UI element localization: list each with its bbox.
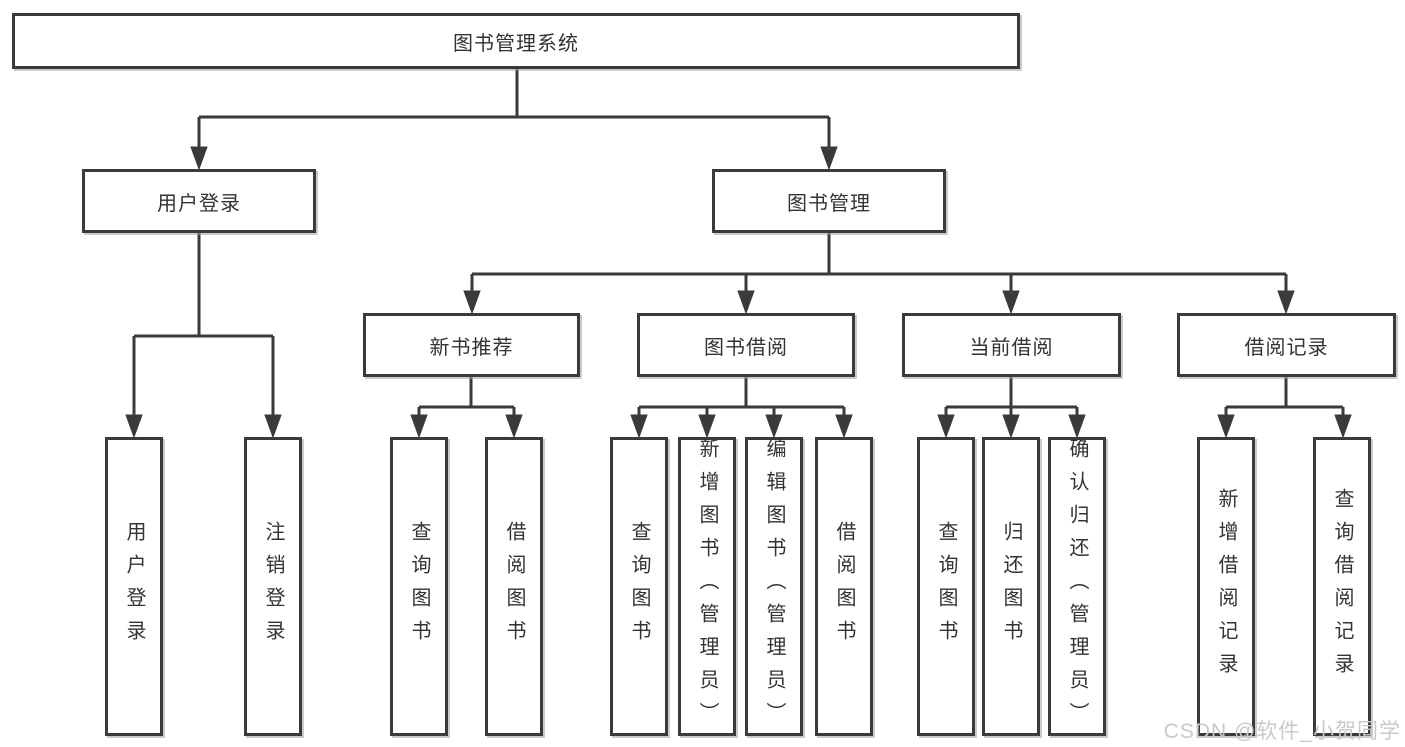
node-leaf-edit-book-admin: 编辑图书（管理员） [745, 437, 803, 736]
node-current-borrow-label: 当前借阅 [969, 336, 1054, 359]
node-borrow-record: 借阅记录 [1177, 313, 1396, 377]
node-book-management-label: 图书管理 [787, 192, 871, 215]
node-leaf-add-book-admin: 新增图书（管理员） [678, 437, 736, 736]
node-leaf-return-book-label: 归还图书 [1000, 520, 1022, 653]
node-leaf-logout-label: 注销登录 [262, 520, 284, 653]
node-user-login-label: 用户登录 [157, 192, 241, 215]
node-current-borrow: 当前借阅 [902, 313, 1121, 377]
connector-root-to-level2 [190, 69, 838, 171]
connector-bookborrow-to-leaves [630, 377, 853, 439]
node-library-system-label: 图书管理系统 [453, 32, 579, 55]
node-leaf-add-book-admin-label: 新增图书（管理员） [696, 438, 718, 735]
node-leaf-query-book-borrow-label: 查询图书 [628, 520, 650, 653]
node-borrow-record-label: 借阅记录 [1244, 336, 1329, 359]
node-leaf-query-borrow-record: 查询借阅记录 [1313, 437, 1371, 736]
node-book-borrow: 图书借阅 [637, 313, 855, 377]
node-leaf-query-book-current: 查询图书 [917, 437, 975, 736]
connector-currentborrow-to-leaves [937, 377, 1086, 439]
node-leaf-borrow-book-label: 借阅图书 [833, 520, 855, 653]
node-leaf-borrow-book-recommend-label: 借阅图书 [503, 520, 525, 653]
node-leaf-borrow-book: 借阅图书 [815, 437, 873, 736]
node-leaf-edit-book-admin-label: 编辑图书（管理员） [763, 438, 785, 735]
node-leaf-logout: 注销登录 [244, 437, 302, 736]
connector-userlogin-to-leaves [125, 233, 282, 439]
node-leaf-add-borrow-record-label: 新增借阅记录 [1215, 487, 1237, 686]
node-leaf-borrow-book-recommend: 借阅图书 [485, 437, 543, 736]
node-book-management: 图书管理 [712, 169, 946, 233]
node-leaf-confirm-return-admin: 确认归还（管理员） [1048, 437, 1106, 736]
connector-borrowrecord-to-leaves [1217, 377, 1352, 439]
connector-bookmgmt-to-level3 [463, 233, 1295, 315]
node-leaf-query-book-recommend: 查询图书 [390, 437, 448, 736]
node-library-system: 图书管理系统 [12, 13, 1020, 69]
node-book-borrow-label: 图书借阅 [704, 336, 788, 359]
node-leaf-query-book-recommend-label: 查询图书 [408, 520, 430, 653]
node-leaf-user-login-label: 用户登录 [123, 520, 145, 653]
node-new-book-recommend: 新书推荐 [363, 313, 580, 377]
node-user-login: 用户登录 [82, 169, 316, 233]
node-leaf-query-book-current-label: 查询图书 [935, 520, 957, 653]
node-new-book-recommend-label: 新书推荐 [429, 336, 514, 359]
node-leaf-confirm-return-admin-label: 确认归还（管理员） [1066, 438, 1088, 735]
node-leaf-query-borrow-record-label: 查询借阅记录 [1331, 487, 1353, 686]
node-leaf-add-borrow-record: 新增借阅记录 [1197, 437, 1255, 736]
node-leaf-return-book: 归还图书 [982, 437, 1040, 736]
node-leaf-user-login: 用户登录 [105, 437, 163, 736]
node-leaf-query-book-borrow: 查询图书 [610, 437, 668, 736]
connector-newbook-to-leaves [410, 377, 523, 439]
